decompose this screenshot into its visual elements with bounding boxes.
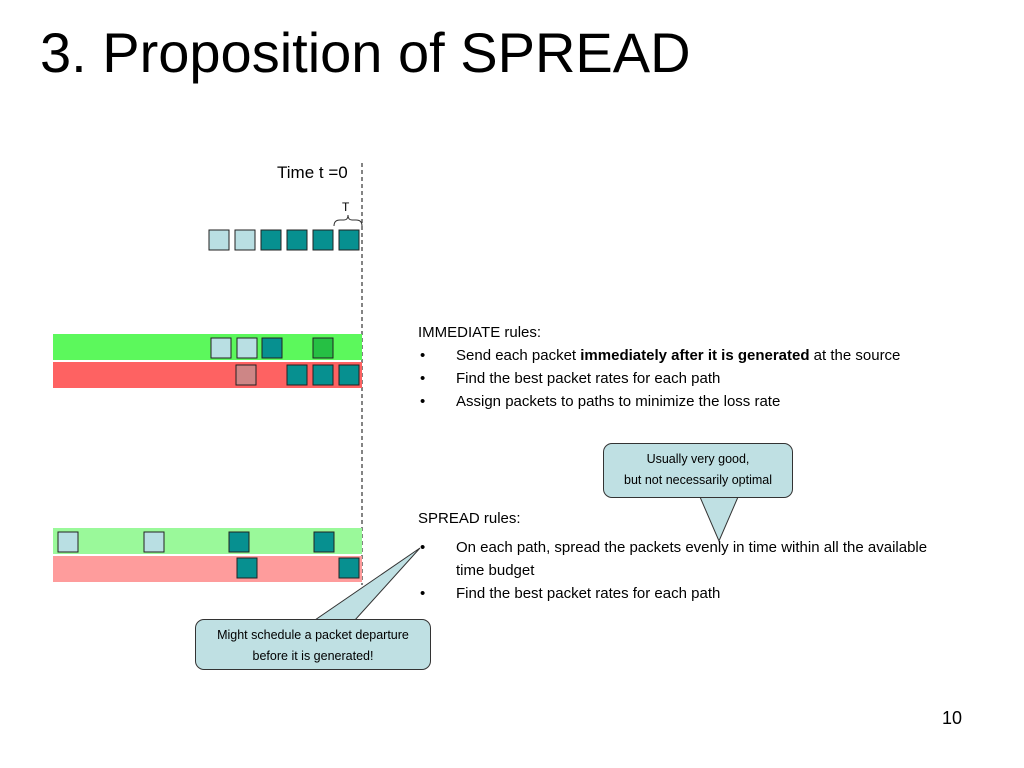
callout-might-line-1: Might schedule a packet departure — [217, 628, 409, 642]
source-packet-3 — [260, 229, 282, 251]
spread-rules: SPREAD rules: On each path, spread the p… — [418, 507, 938, 605]
immediate-rule-1: Send each packet immediately after it is… — [418, 344, 1018, 367]
immediate-green-packet-1 — [210, 337, 232, 359]
source-packet-2 — [234, 229, 256, 251]
spread-red-path-bar — [53, 556, 362, 582]
spread-green-packet-2 — [143, 531, 165, 553]
time-label: Time t =0 — [277, 163, 348, 182]
immediate-red-packet-4 — [338, 364, 360, 386]
spread-green-packet-4 — [313, 531, 335, 553]
source-packet-4 — [286, 229, 308, 251]
spread-green-packet-1 — [57, 531, 79, 553]
spread-green-path-bar — [53, 528, 362, 554]
immediate-green-path-bar — [53, 334, 362, 360]
immediate-rules-heading: IMMEDIATE rules: — [418, 324, 542, 341]
immediate-rule-3: Assign packets to paths to minimize the … — [418, 390, 1018, 413]
source-packet-6 — [338, 229, 360, 251]
callout-good-line-1: Usually very good, — [646, 452, 750, 466]
immediate-green-packet-2 — [236, 337, 258, 359]
immediate-red-packet-2 — [286, 364, 308, 386]
immediate-rule-1-suffix: at the source — [809, 347, 901, 364]
slide-title: 3. Proposition of SPREAD — [40, 21, 691, 84]
immediate-red-packet-1 — [235, 364, 257, 386]
source-packet-5 — [312, 229, 334, 251]
immediate-rule-2: Find the best packet rates for each path — [418, 367, 1018, 390]
period-label: T — [342, 200, 350, 214]
immediate-green-packet-4 — [312, 337, 334, 359]
callout-might-line-2: before it is generated! — [252, 649, 374, 663]
immediate-red-packet-3 — [312, 364, 334, 386]
spread-rule-2: Find the best packet rates for each path — [418, 582, 938, 605]
spread-rule-1: On each path, spread the packets evenly … — [418, 536, 938, 582]
spread-rules-heading: SPREAD rules: — [418, 510, 521, 527]
spread-green-packet-3 — [228, 531, 250, 553]
immediate-rules: IMMEDIATE rules: Send each packet immedi… — [418, 321, 1018, 413]
source-packet-1 — [208, 229, 230, 251]
immediate-rule-1-prefix: Send each packet — [456, 347, 581, 364]
callout-good-line-2: but not necessarily optimal — [624, 473, 772, 487]
callout-might-schedule: Might schedule a packet departure before… — [195, 619, 431, 670]
spread-red-packet-2 — [338, 557, 360, 579]
page-number: 10 — [941, 708, 962, 728]
callout-usually-good: Usually very good, but not necessarily o… — [603, 443, 793, 498]
immediate-red-path-bar — [53, 362, 362, 388]
period-brace — [333, 214, 363, 227]
immediate-green-packet-3 — [261, 337, 283, 359]
immediate-rule-1-bold: immediately after it is generated — [580, 347, 810, 364]
spread-red-packet-1 — [236, 557, 258, 579]
